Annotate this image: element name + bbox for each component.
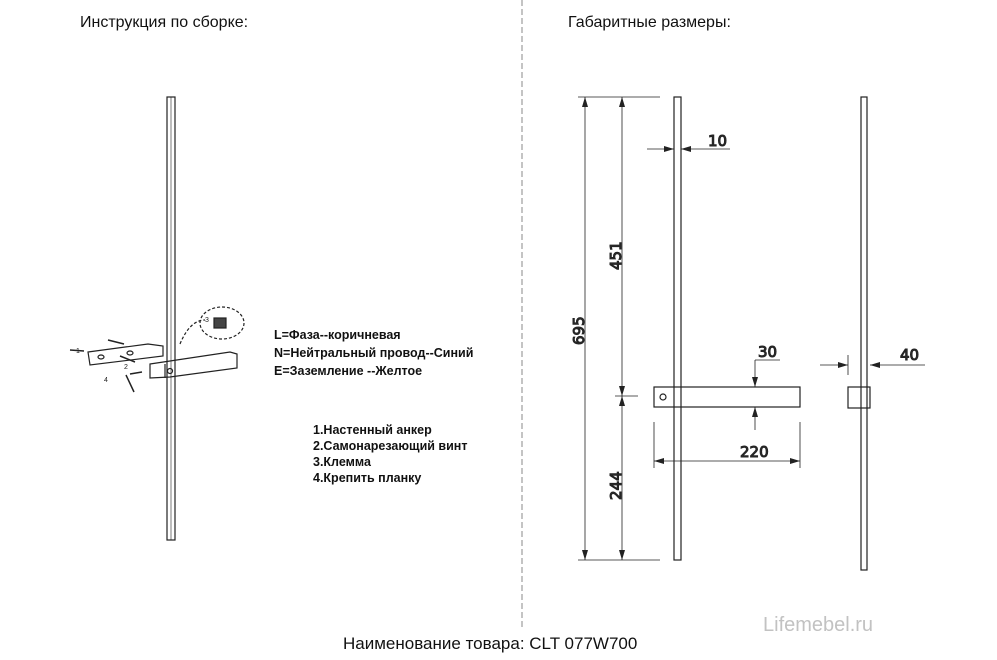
side-view [820,96,925,571]
assembly-illustration: 1 2 3 4 [69,96,245,541]
dim-695: 695 [570,316,588,345]
front-view [578,96,801,561]
parts-list: 1.Настенный анкер 2.Самонарезающий винт … [313,422,467,486]
callout-2: 2 [124,364,128,371]
parts-item: 1.Настенный анкер [313,423,432,437]
parts-item: 2.Самонарезающий винт [313,439,468,453]
dim-40: 40 [900,346,919,364]
dim-220: 220 [740,443,769,461]
dimensions-title: Габаритные размеры: [568,14,731,31]
dim-451: 451 [607,241,625,270]
dim-30: 30 [758,343,777,361]
dim-244: 244 [607,471,625,500]
wiring-line: N=Нейтральный провод--Синий [274,346,474,360]
wiring-legend: L=Фаза--коричневая N=Нейтральный провод-… [274,326,473,380]
dim-10: 10 [708,132,727,150]
product-name: Наименование товара: CLT 077W700 [343,634,638,653]
parts-item: 3.Клемма [313,455,371,469]
callout-3: 3 [205,317,209,324]
watermark: Lifemebel.ru [763,614,874,636]
parts-item: 4.Крепить планку [313,471,422,485]
callout-4: 4 [104,377,108,384]
wiring-line: E=Заземление --Желтое [274,364,423,378]
wiring-line: L=Фаза--коричневая [274,328,401,342]
callout-1: 1 [76,348,80,355]
assembly-title: Инструкция по сборке: [80,14,249,31]
